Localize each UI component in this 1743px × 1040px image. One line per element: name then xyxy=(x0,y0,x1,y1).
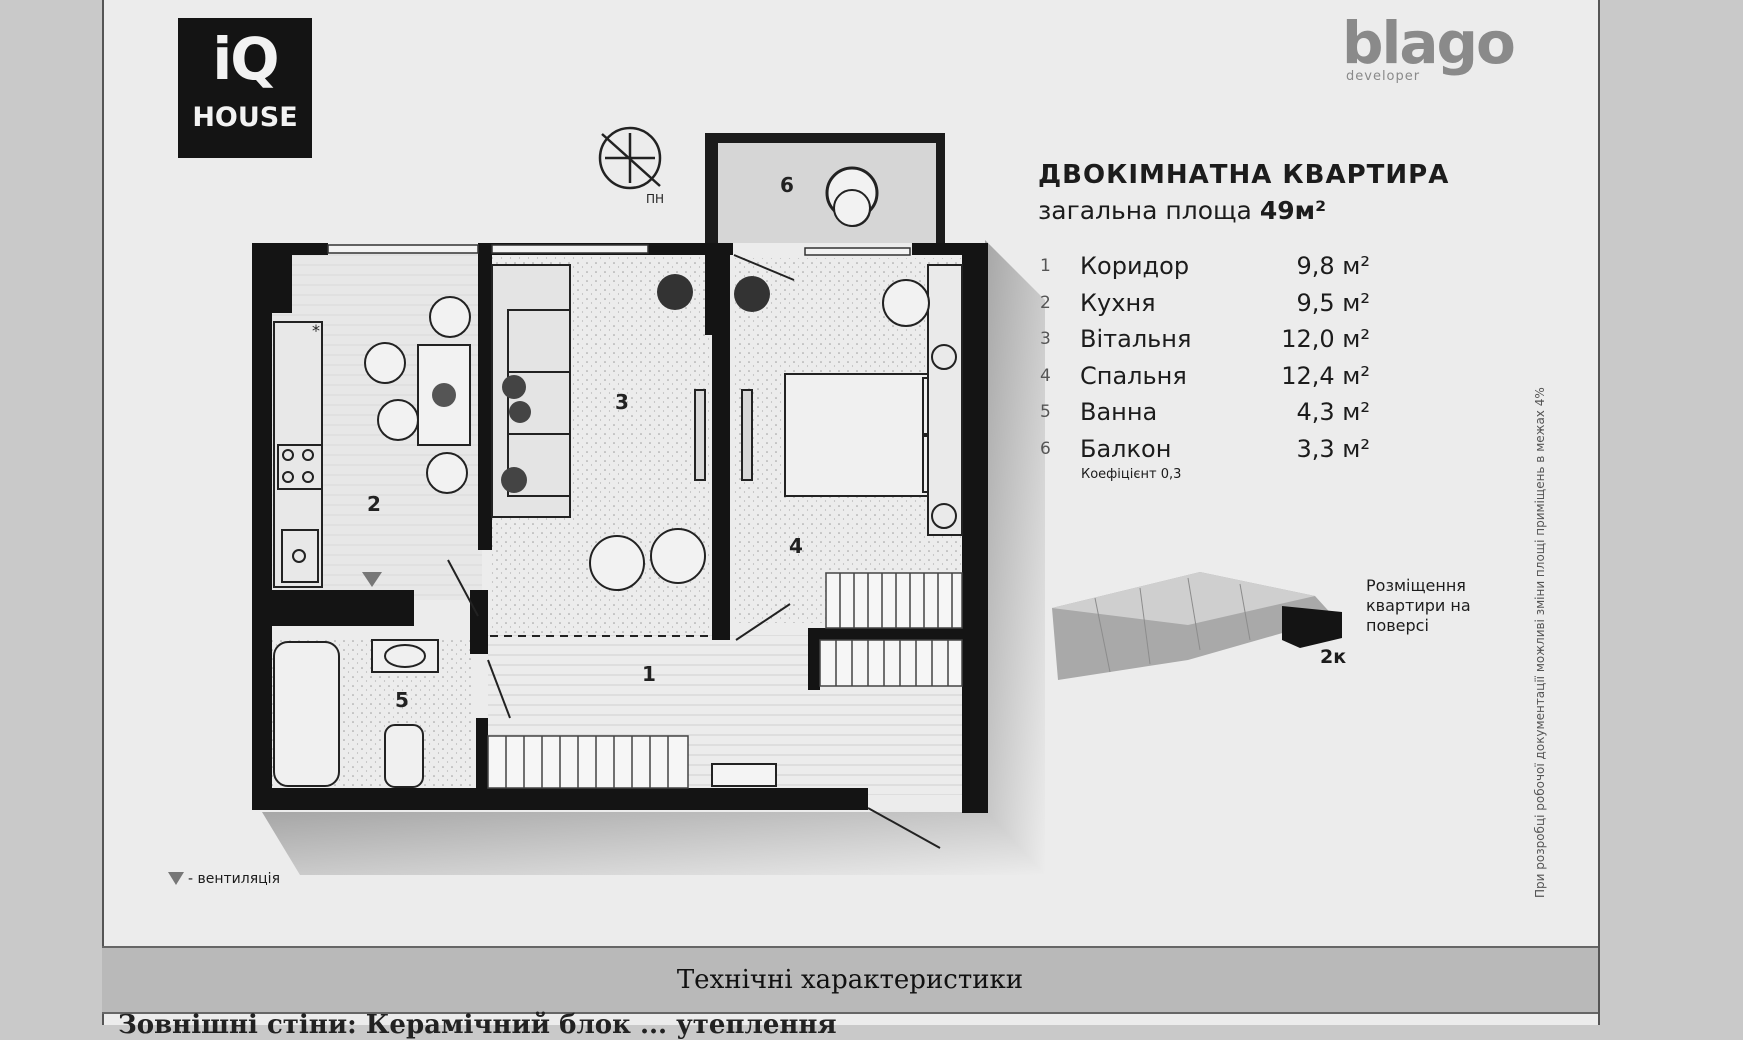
windows xyxy=(327,244,911,256)
balcony-coefficient: Коефіцієнт 0,3 xyxy=(1081,467,1182,482)
total-area-label: загальна площа xyxy=(1038,196,1252,225)
room-area-list: 1 Коридор 9,8 м² 2 Кухня 9,5 м² 3 Віталь… xyxy=(1040,252,1370,471)
shoe-bench xyxy=(711,763,777,787)
room-row: 3 Вітальня 12,0 м² xyxy=(1040,325,1370,362)
total-area-line: загальна площа 49м² xyxy=(1038,198,1326,223)
bathroom-fixtures xyxy=(273,639,439,788)
room-row: 2 Кухня 9,5 м² xyxy=(1040,289,1370,326)
room-name: Балкон xyxy=(1080,434,1172,463)
bedroom-armchair xyxy=(882,279,930,327)
room-area: 12,0 м² xyxy=(1281,325,1370,353)
placement-minimap xyxy=(1052,572,1342,680)
developer-logo-subtext: developer xyxy=(1346,69,1421,84)
vent-legend-text: - вентиляція xyxy=(188,871,280,887)
cut-off-text: Зовнішні стіни: Керамічний блок ... утеп… xyxy=(118,1010,837,1040)
room-area: 12,4 м² xyxy=(1281,361,1370,390)
room-name: Коридор xyxy=(1080,252,1190,280)
compass-icon xyxy=(598,126,662,190)
vent-triangle-icon xyxy=(168,872,184,885)
vent-legend: - вентиляція xyxy=(168,872,280,886)
room-label-2: 2 xyxy=(367,492,381,516)
apartment-marker-icon xyxy=(1282,606,1342,648)
room-label-1: 1 xyxy=(642,662,656,686)
kitchen-counter xyxy=(273,321,323,588)
house-logo-text: HOUSE xyxy=(192,102,298,133)
room-name: Спальня xyxy=(1080,361,1187,390)
room-area: 4,3 м² xyxy=(1296,398,1370,426)
floor-tag: 2к xyxy=(1320,646,1347,668)
room-number: 2 xyxy=(1040,292,1051,313)
pouf-right xyxy=(650,528,706,584)
room-label-6: 6 xyxy=(780,173,794,197)
wardrobe-right xyxy=(927,264,963,536)
corridor-wardrobe xyxy=(487,735,689,789)
blago-logo-text: blago xyxy=(1342,9,1516,77)
room-number: 4 xyxy=(1040,365,1051,386)
kitchen-vent-icon xyxy=(362,572,382,587)
area-disclaimer-note: При розробці робочої документації можлив… xyxy=(1533,387,1547,898)
fridge-mark: * xyxy=(312,321,320,340)
bedroom-plant xyxy=(734,276,770,312)
room-area: 9,5 м² xyxy=(1296,288,1370,317)
room-label-3: 3 xyxy=(615,390,629,414)
room-name: Кухня xyxy=(1080,288,1156,317)
plan-shadow-bottom xyxy=(262,812,1045,875)
room-number: 5 xyxy=(1040,402,1051,422)
tv-stand xyxy=(694,389,706,481)
room-row: 6 Балкон 3,3 м² xyxy=(1040,435,1370,472)
room-area: 9,8 м² xyxy=(1296,252,1370,280)
room-number: 1 xyxy=(1040,256,1051,276)
room-number: 3 xyxy=(1040,329,1051,349)
room-name: Ванна xyxy=(1080,398,1158,426)
room-row: 1 Коридор 9,8 м² xyxy=(1040,252,1370,289)
blago-developer-logo: blago developer xyxy=(1342,14,1516,83)
pouf-left xyxy=(589,535,645,591)
balcony-table xyxy=(833,189,871,227)
placement-label: Розміщення квартири на поверсі xyxy=(1366,576,1471,635)
room-label-5: 5 xyxy=(395,688,409,712)
compass-label: ПН xyxy=(646,192,664,206)
walls xyxy=(252,243,988,813)
doors xyxy=(447,254,941,849)
room-name: Вітальня xyxy=(1080,325,1192,353)
room-label-4: 4 xyxy=(789,534,803,558)
dining-plant xyxy=(432,383,456,407)
sofa-cushions xyxy=(501,375,531,493)
iq-house-logo: iQ HOUSE xyxy=(178,18,312,158)
room-number-labels: 1 2 3 4 5 6 xyxy=(367,173,803,712)
hall-closet xyxy=(819,639,963,687)
room-number: 6 xyxy=(1040,438,1051,459)
plan-shadow-right xyxy=(985,240,1045,875)
room-area: 3,3 м² xyxy=(1296,434,1370,463)
living-plant xyxy=(657,274,693,310)
bedroom-closet xyxy=(825,572,963,629)
apartment-title: ДВОКІМНАТНА КВАРТИРА xyxy=(1038,160,1450,190)
room-row: 5 Ванна 4,3 м² xyxy=(1040,398,1370,435)
room-row: 4 Спальня 12,4 м² xyxy=(1040,362,1370,399)
tech-specs-header: Технічні характеристики xyxy=(102,946,1598,1014)
iq-logo-text: iQ xyxy=(212,25,279,93)
total-area-value: 49м² xyxy=(1259,196,1327,225)
tech-specs-title: Технічні характеристики xyxy=(676,965,1024,995)
bedroom-tv xyxy=(741,389,753,481)
